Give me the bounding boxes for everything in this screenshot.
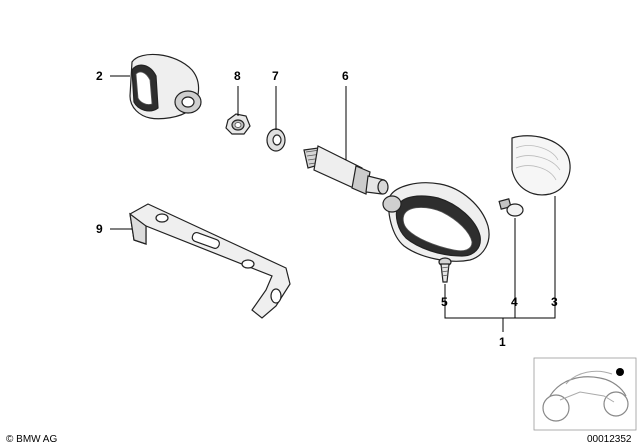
part-9-mounting-bracket: [129, 203, 291, 319]
part-2-indicator-housing: [129, 53, 202, 120]
location-marker-dot: [616, 368, 624, 376]
label-part-8: 8: [234, 69, 241, 83]
label-part-9: 9: [96, 222, 103, 236]
diagram-number: 00012352: [587, 434, 632, 445]
part-1-indicator-body: [382, 182, 490, 262]
part-5-screw: [438, 257, 452, 283]
leader-1-bracket: [444, 295, 556, 319]
part-8-nut: [225, 113, 251, 135]
part-3-lens: [511, 135, 571, 196]
part-4-bulb: [498, 198, 524, 217]
motorcycle-thumbnail: [533, 357, 637, 431]
label-part-5: 5: [441, 295, 448, 309]
part-6-shaft-bolt: [303, 145, 389, 195]
label-part-7: 7: [272, 69, 279, 83]
leader-lines: [110, 75, 556, 332]
copyright-text: © BMW AG: [6, 434, 57, 445]
part-7-washer: [266, 128, 286, 152]
label-part-4: 4: [511, 295, 518, 309]
label-part-2: 2: [96, 69, 103, 83]
label-part-1: 1: [499, 335, 506, 349]
label-part-3: 3: [551, 295, 558, 309]
label-part-6: 6: [342, 69, 349, 83]
